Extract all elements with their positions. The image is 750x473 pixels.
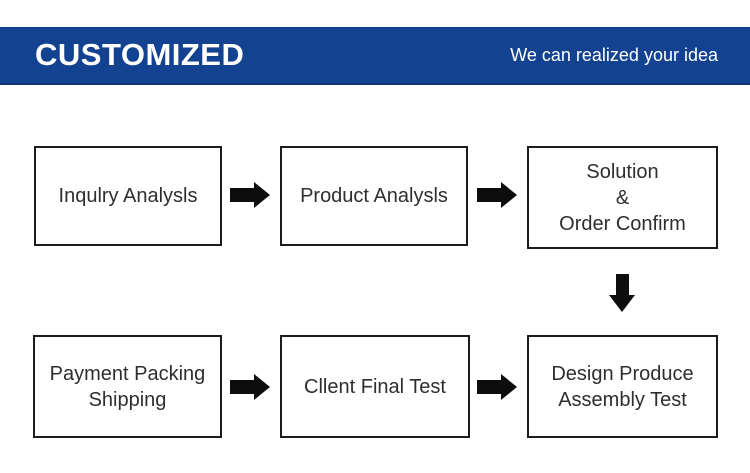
arrow-stem xyxy=(615,274,629,295)
flow-step-label: Product Analysls xyxy=(300,185,448,207)
arrow-head xyxy=(501,182,517,208)
flow-step-label: Cllent Final Test xyxy=(304,375,446,398)
header-banner: CUSTOMIZED We can realized your idea xyxy=(0,27,750,85)
header-tagline: We can realized your idea xyxy=(510,44,718,65)
flow-step-solution-order-confirm: Solution & Order Confirm xyxy=(527,146,718,249)
arrow-right-icon xyxy=(477,182,517,208)
flow-step-label-line: Solution xyxy=(586,160,659,183)
arrow-stem xyxy=(230,188,254,202)
flow-step-design-produce-assembly-test: Design Produce Assembly Test xyxy=(527,335,718,438)
arrow-right-icon xyxy=(477,374,517,400)
arrow-stem xyxy=(230,380,254,394)
arrow-stem xyxy=(477,188,501,202)
arrow-stem xyxy=(477,380,501,394)
page-title: CUSTOMIZED xyxy=(35,37,245,72)
flow-step-label-line: Payment Packing xyxy=(49,362,206,385)
arrow-down-icon xyxy=(609,274,635,312)
flow-step-inquiry-analysis: Inqulry Analysls xyxy=(34,146,222,246)
arrow-head xyxy=(254,374,270,400)
flow-step-label-line: Order Confirm xyxy=(559,212,686,235)
arrow-head xyxy=(501,374,517,400)
arrow-head xyxy=(254,182,270,208)
flow-step-label-line: Assembly Test xyxy=(558,388,687,411)
flow-step-label-line: & xyxy=(615,186,630,209)
arrow-head xyxy=(609,295,635,312)
arrow-right-icon xyxy=(230,182,270,208)
flow-step-client-final-test: Cllent Final Test xyxy=(280,335,470,438)
arrow-right-icon xyxy=(230,374,270,400)
flow-step-product-analysis: Product Analysls xyxy=(280,146,468,246)
flow-step-label-line: Design Produce xyxy=(551,362,694,385)
flow-step-label: Inqulry Analysls xyxy=(58,185,198,207)
flow-step-payment-packing-shipping: Payment Packing Shipping xyxy=(33,335,222,438)
flow-step-label-line: Shipping xyxy=(88,388,167,411)
